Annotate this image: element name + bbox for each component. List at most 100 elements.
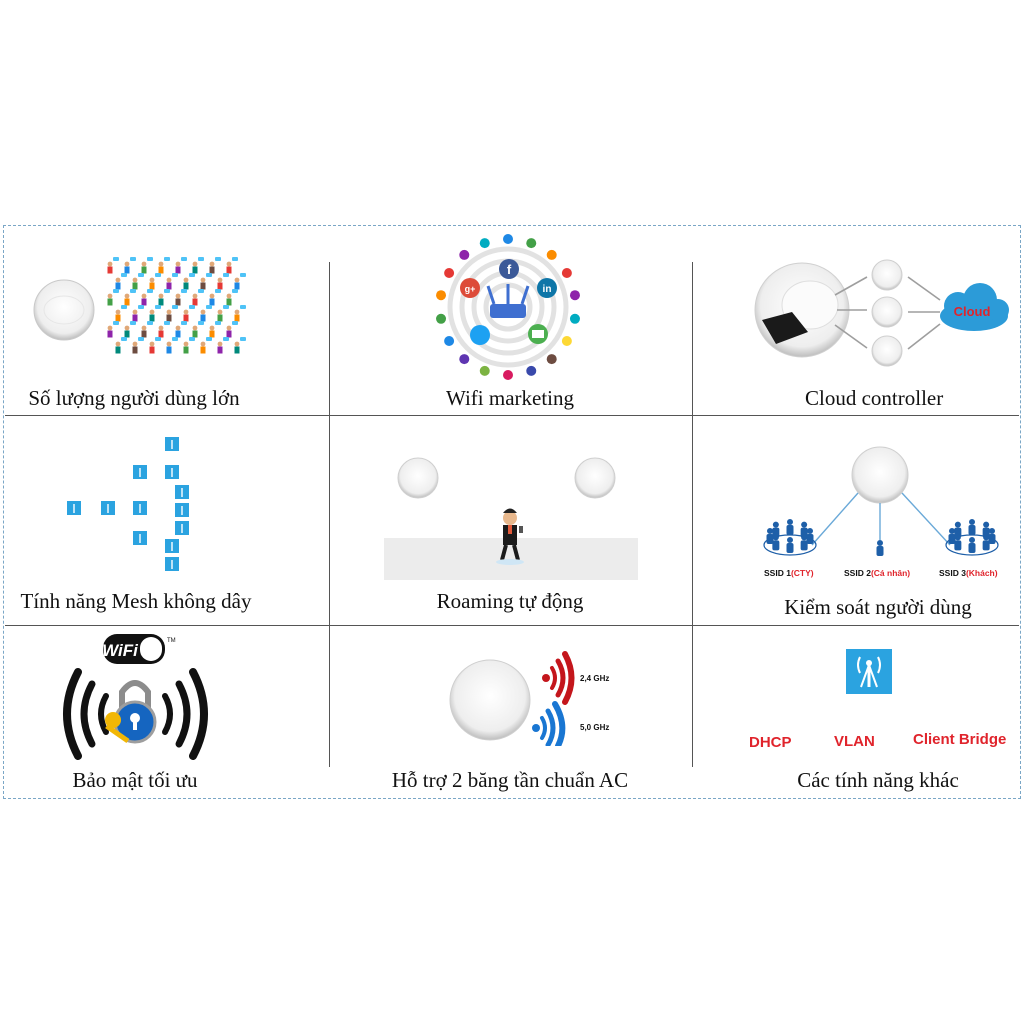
feature-caption: Wifi marketing (445, 386, 575, 410)
mesh-node-icon (165, 557, 179, 571)
category-icon (526, 365, 537, 376)
user-icon (149, 305, 161, 322)
user-icon (209, 257, 221, 274)
category-icon (436, 313, 447, 324)
user-icon (149, 337, 161, 354)
user-icon (158, 257, 170, 274)
cloud-controller-illustration: Cloud (754, 259, 1009, 367)
user-icon (158, 321, 170, 338)
user-icon (200, 337, 212, 354)
access-point-icon (871, 259, 903, 291)
user-icon (968, 537, 976, 553)
user-icon (200, 305, 212, 322)
ssid-label: SSID 1 (764, 568, 791, 578)
user-icon (166, 305, 178, 322)
user-icon (876, 540, 884, 556)
user-icon (115, 273, 127, 290)
dhcp-label: DHCP (749, 734, 792, 751)
user-icon (107, 321, 119, 338)
category-icon (436, 290, 447, 301)
mesh-node-icon (101, 501, 115, 515)
user-icon (234, 337, 246, 354)
mesh-node-icon (133, 531, 147, 545)
user-icon (226, 321, 238, 338)
ssid-label: SSID 2 (844, 568, 871, 578)
category-icon (459, 249, 470, 260)
user-icon (115, 337, 127, 354)
mesh-node-icon (165, 465, 179, 479)
user-icon (183, 337, 195, 354)
user-icon (192, 321, 204, 338)
band-50-signal-icon (532, 701, 566, 746)
mesh-node-icon (133, 501, 147, 515)
switch-icon (762, 312, 808, 344)
wifi-logo: WiFi TM (102, 634, 176, 664)
category-icon (569, 313, 580, 324)
user-icon (175, 257, 187, 274)
router-icon (486, 284, 530, 318)
user-icon (141, 321, 153, 338)
user-icon (988, 528, 996, 544)
dual-band-illustration: 2,4 GHz 5,0 GHz (449, 651, 609, 746)
walking-person-icon (496, 508, 524, 565)
category-icon (561, 268, 572, 278)
cloud-label: Cloud (954, 304, 991, 319)
category-icon (526, 238, 537, 249)
user-icon (115, 305, 127, 322)
ssid-tag: (CTY) (791, 568, 814, 578)
user-icon (149, 273, 161, 290)
vlan-label: VLAN (834, 733, 875, 750)
feature-caption: Bảo mật tối ưu (72, 768, 198, 792)
roaming-illustration (384, 452, 638, 580)
client-bridge-label: Client Bridge (913, 731, 1006, 748)
category-icon (444, 268, 455, 278)
band-24-signal-icon (542, 651, 575, 705)
access-point-icon (397, 457, 439, 499)
mesh-node-icon (175, 521, 189, 535)
features-frame (3, 225, 1021, 799)
user-icon (800, 521, 808, 538)
security-illustration: WiFi TM (63, 634, 208, 760)
mesh-nodes (67, 437, 189, 571)
user-icon (132, 337, 144, 354)
svg-text:WiFi: WiFi (102, 641, 139, 660)
user-icon (200, 273, 212, 290)
user-icon (786, 519, 794, 535)
feature-caption: Các tính năng khác (797, 768, 959, 792)
social-icons-ring (436, 234, 580, 380)
ssid-tag: (Khách) (966, 568, 998, 578)
user-icon (124, 289, 136, 306)
feature-caption: Roaming tự động (436, 589, 584, 613)
mesh-node-icon (133, 465, 147, 479)
mesh-node-icon (67, 501, 81, 515)
user-icon (175, 289, 187, 306)
grid-divider (5, 415, 1019, 416)
category-icon (503, 234, 513, 244)
user-icon (217, 337, 229, 354)
user-icon (192, 257, 204, 274)
mesh-network-illustration (67, 437, 189, 571)
user-icon (217, 305, 229, 322)
grid-divider (329, 262, 330, 767)
twitter-icon (470, 325, 490, 345)
user-icon (132, 305, 144, 322)
mesh-node-icon (175, 485, 189, 499)
user-icon (954, 521, 962, 538)
user-groups (763, 519, 999, 556)
band-label: 5,0 GHz (580, 723, 609, 732)
category-icon (459, 354, 470, 365)
user-icon (982, 521, 990, 538)
user-icon (141, 257, 153, 274)
access-point-icon (574, 457, 616, 499)
ssid-label: SSID 3 (939, 568, 966, 578)
many-users-illustration (33, 257, 246, 354)
user-icon (209, 289, 221, 306)
user-icon (806, 528, 814, 544)
other-features-illustration: DHCP VLAN Client Bridge (749, 649, 1006, 751)
user-icon (107, 257, 119, 274)
user-icon (124, 257, 136, 274)
user-icon (166, 273, 178, 290)
feature-caption: Kiểm soát người dùng (784, 595, 972, 619)
cloud-icon (940, 283, 1009, 331)
feature-caption: Hỗ trợ 2 băng tần chuẩn AC (391, 768, 629, 792)
